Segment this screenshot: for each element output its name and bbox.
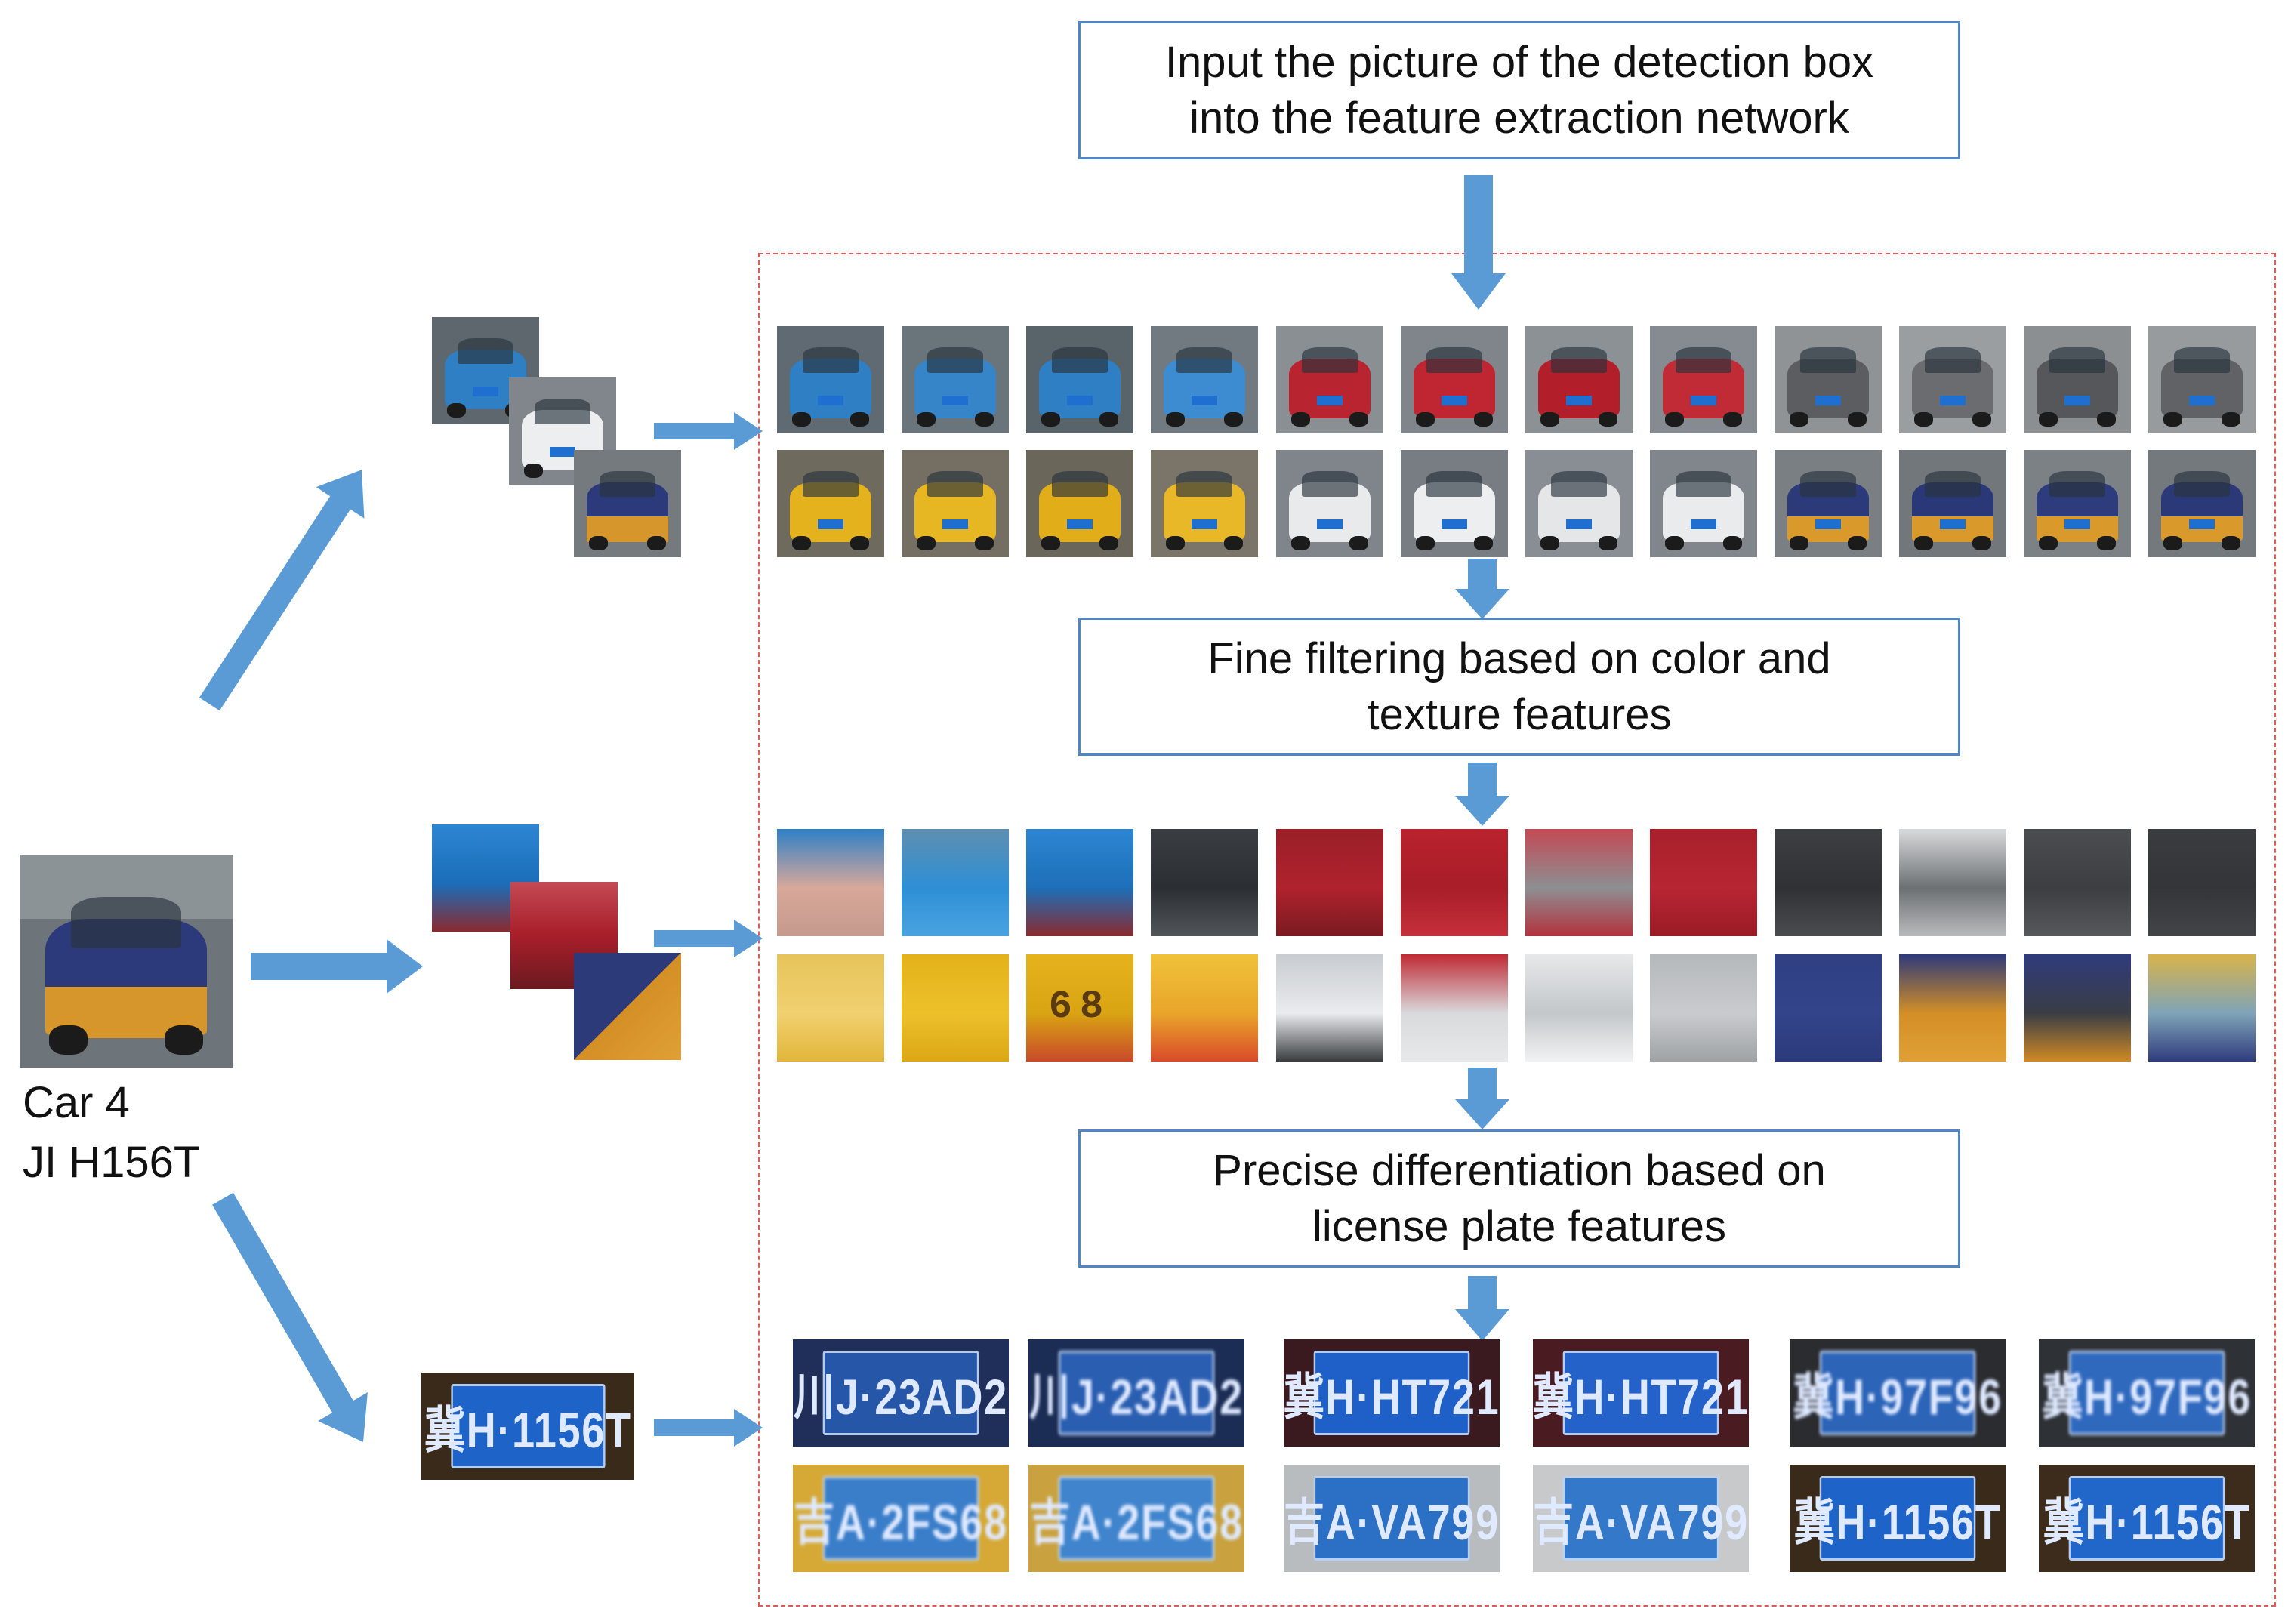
gallery-car-r2-9 <box>1775 450 1882 557</box>
patch-r1-8 <box>1650 829 1757 936</box>
gallery-car-r1-9 <box>1775 326 1882 433</box>
arrow-right-cars <box>654 412 763 450</box>
plate-r2-2: 吉A·2FS68 <box>1028 1465 1244 1572</box>
patch-r2-3: 68 <box>1026 954 1133 1062</box>
gallery-car-r2-1 <box>777 450 884 557</box>
arrow-down-patches <box>1455 1068 1509 1129</box>
plate-text: 吉A·2FS68 <box>794 1476 1007 1561</box>
patch-r2-12 <box>2148 954 2256 1062</box>
patch-r1-10 <box>1899 829 2006 936</box>
plate-text: 冀H·97F96 <box>2042 1351 2250 1435</box>
gallery-car-r1-6 <box>1401 326 1508 433</box>
patch-r2-10 <box>1899 954 2006 1062</box>
patch-r2-5 <box>1276 954 1383 1062</box>
gallery-car-r2-8 <box>1650 450 1757 557</box>
gallery-car-r2-10 <box>1899 450 2006 557</box>
patch-r2-11 <box>2024 954 2131 1062</box>
patch-r2-4 <box>1151 954 1258 1062</box>
patch-r1-9 <box>1775 829 1882 936</box>
plate-text: 吉A·VA799 <box>1533 1476 1747 1561</box>
patch-r1-1 <box>777 829 884 936</box>
plate-text: 冀H·1156T <box>1794 1476 2000 1561</box>
gallery-car-r1-5 <box>1276 326 1383 433</box>
gallery-car-r1-12 <box>2148 326 2256 433</box>
patch-r2-2 <box>902 954 1009 1062</box>
plate-r2-5: 冀H·1156T <box>1790 1465 2006 1572</box>
arrow-diagonal-up <box>199 470 365 711</box>
query-plate-crop: 冀H·1156T <box>421 1373 634 1480</box>
gallery-car-r2-11 <box>2024 450 2131 557</box>
gallery-car-r2-12 <box>2148 450 2256 557</box>
plate-r1-2: 川J·23AD2 <box>1028 1339 1244 1447</box>
plate-r2-3: 吉A·VA799 <box>1284 1465 1500 1572</box>
plate-text: 吉A·VA799 <box>1284 1476 1498 1561</box>
plate-text: 吉A·2FS68 <box>1029 1476 1242 1561</box>
gallery-car-r1-7 <box>1525 326 1633 433</box>
patch-r1-12 <box>2148 829 2256 936</box>
arrow-diagonal-down <box>212 1192 368 1442</box>
plate-text: 川J·23AD2 <box>794 1351 1007 1435</box>
patch-r1-5 <box>1276 829 1383 936</box>
gallery-car-r2-5 <box>1276 450 1383 557</box>
stack-car-blue-yellow <box>574 450 681 557</box>
plate-r2-4: 吉A·VA799 <box>1533 1465 1749 1572</box>
patch-r2-6 <box>1401 954 1508 1062</box>
plate-text: 冀H·1156T <box>2043 1476 2249 1561</box>
plate-r1-4: 冀H·HT721 <box>1533 1339 1749 1447</box>
patch-r1-11 <box>2024 829 2131 936</box>
plate-r1-5: 冀H·97F96 <box>1790 1339 2006 1447</box>
plate-r1-3: 冀H·HT721 <box>1284 1339 1500 1447</box>
gallery-car-r2-7 <box>1525 450 1633 557</box>
patch-r1-3 <box>1026 829 1133 936</box>
arrow-down-precise <box>1455 1276 1509 1341</box>
gallery-car-r2-6 <box>1401 450 1508 557</box>
plate-r1-1: 川J·23AD2 <box>793 1339 1009 1447</box>
plate-text: 冀H·HT721 <box>1533 1351 1748 1435</box>
arrow-right-patches <box>654 920 763 957</box>
plate-text: 冀H·97F96 <box>1793 1351 2001 1435</box>
patch-r2-8 <box>1650 954 1757 1062</box>
stack-patch-headlight <box>574 953 681 1060</box>
gallery-car-r1-8 <box>1650 326 1757 433</box>
plate-r2-6: 冀H·1156T <box>2039 1465 2255 1572</box>
precise-box: Precise differentiation based on license… <box>1078 1129 1960 1268</box>
patch-r1-4 <box>1151 829 1258 936</box>
plate-text: 川J·23AD2 <box>1029 1351 1242 1435</box>
patch-r1-6 <box>1401 829 1508 936</box>
gallery-car-r1-1 <box>777 326 884 433</box>
gallery-car-r2-3 <box>1026 450 1133 557</box>
gallery-car-r1-10 <box>1899 326 2006 433</box>
patch-r1-2 <box>902 829 1009 936</box>
gallery-car-r2-2 <box>902 450 1009 557</box>
query-plate-text: JI H156T <box>23 1138 201 1187</box>
gallery-car-r1-2 <box>902 326 1009 433</box>
patch-text: 68 <box>1048 984 1112 1029</box>
patch-r2-9 <box>1775 954 1882 1062</box>
candidate-region <box>758 253 2276 1607</box>
arrow-right-plates <box>654 1409 763 1447</box>
arrow-down-fine <box>1455 763 1509 826</box>
plate-r2-1: 吉A·2FS68 <box>793 1465 1009 1572</box>
arrow-right-query <box>251 939 423 994</box>
stack-car-taxi <box>432 317 539 424</box>
input-box: Input the picture of the detection box i… <box>1078 21 1960 159</box>
arrow-down-input <box>1451 175 1506 310</box>
patch-r2-7 <box>1525 954 1633 1062</box>
gallery-car-r1-4 <box>1151 326 1258 433</box>
gallery-car-r1-3 <box>1026 326 1133 433</box>
patch-r1-7 <box>1525 829 1633 936</box>
plate-r1-6: 冀H·97F96 <box>2039 1339 2255 1447</box>
arrow-down-gallery <box>1455 559 1509 619</box>
plate-text: 冀H·HT721 <box>1284 1351 1499 1435</box>
query-car-image <box>20 855 233 1068</box>
patch-r2-1 <box>777 954 884 1062</box>
fine-filter-box: Fine filtering based on color and textur… <box>1078 618 1960 756</box>
gallery-car-r2-4 <box>1151 450 1258 557</box>
query-car-label: Car 4 <box>23 1078 130 1127</box>
gallery-car-r1-11 <box>2024 326 2131 433</box>
